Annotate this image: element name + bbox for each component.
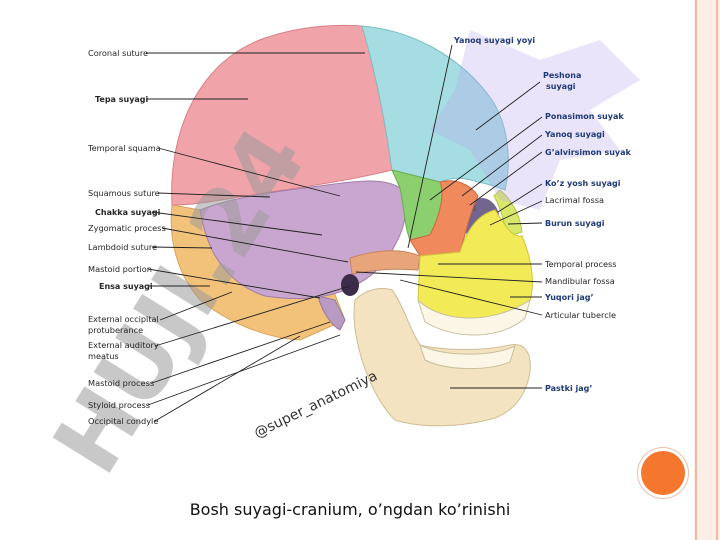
- label-coronal-suture: Coronal suture: [88, 48, 148, 58]
- label-burun-suyagi: Burun suyagi: [545, 219, 605, 228]
- label-external-auditory: External auditory: [88, 340, 159, 350]
- watermark-purple-shape: [430, 30, 640, 210]
- label-temporal-squama: Temporal squama: [87, 143, 161, 153]
- ear-canal: [341, 274, 359, 296]
- slide-caption: Bosh suyagi-cranium, o’ngdan ko’rinishi: [189, 500, 511, 519]
- left-labels: Coronal suture Tepa suyagi Temporal squa…: [87, 48, 166, 426]
- label-chakka-suyagi: Chakka suyagi: [95, 208, 161, 217]
- accent-circle: [641, 451, 685, 495]
- label-tepa-suyagi: Tepa suyagi: [95, 95, 149, 104]
- label-koz-yosh-suyagi: Ko’z yosh suyagi: [545, 179, 621, 188]
- mastoid: [317, 295, 346, 331]
- frame-line-outer: [716, 0, 718, 540]
- label-external-auditory-meatus: meatus: [88, 351, 119, 361]
- label-yuqori-jag: Yuqori jag’: [544, 293, 594, 302]
- label-occipital-condyle: Occipital condyle: [88, 416, 158, 426]
- label-external-occipital-protuberance: protuberance: [88, 325, 143, 335]
- label-peshona-suyagi: suyagi: [546, 82, 576, 91]
- zygomatic-arch: [349, 250, 421, 275]
- label-squamous-suture: Squamous suture: [88, 188, 160, 198]
- lower-teeth: [419, 343, 516, 369]
- upper-teeth: [417, 298, 531, 336]
- label-ponasimon-suyak: Ponasimon suyak: [545, 112, 624, 121]
- label-pastki-jag: Pastki jag’: [545, 384, 592, 393]
- label-temporal-process: Temporal process: [544, 259, 617, 269]
- label-galvirsimon-suyak: G’alvirsimon suyak: [545, 148, 632, 157]
- label-zygomatic-process: Zygomatic process: [88, 223, 166, 233]
- frame-line-inner: [695, 0, 697, 540]
- leader-lines: [146, 44, 543, 422]
- label-articular-tubercle: Articular tubercle: [545, 310, 616, 320]
- label-lacrimal-fossa: Lacrimal fossa: [545, 195, 604, 205]
- watermark-handle: @super_anatomiya: [252, 368, 380, 442]
- label-styloid-process: Styloid process: [88, 400, 150, 410]
- right-labels: Yanoq suyagi yoyi Peshona suyagi Ponasim…: [453, 36, 632, 393]
- label-mastoid-portion: Mastoid portion: [88, 264, 152, 274]
- label-mandibular-fossa: Mandibular fossa: [545, 276, 615, 286]
- label-mastoid-process: Mastoid process: [88, 378, 154, 388]
- label-yanoq-suyagi: Yanoq suyagi: [544, 130, 605, 139]
- slide-frame-border: [694, 0, 720, 540]
- label-lambdoid-suture: Lambdoid suture: [88, 242, 157, 252]
- label-ensa-suyagi: Ensa suyagi: [99, 282, 153, 291]
- frontal-bone: [361, 25, 509, 191]
- label-yanoq-suyagi-yoyi: Yanoq suyagi yoyi: [453, 36, 535, 45]
- label-external-occipital: External occipital: [88, 314, 159, 324]
- label-peshona: Peshona: [543, 71, 581, 80]
